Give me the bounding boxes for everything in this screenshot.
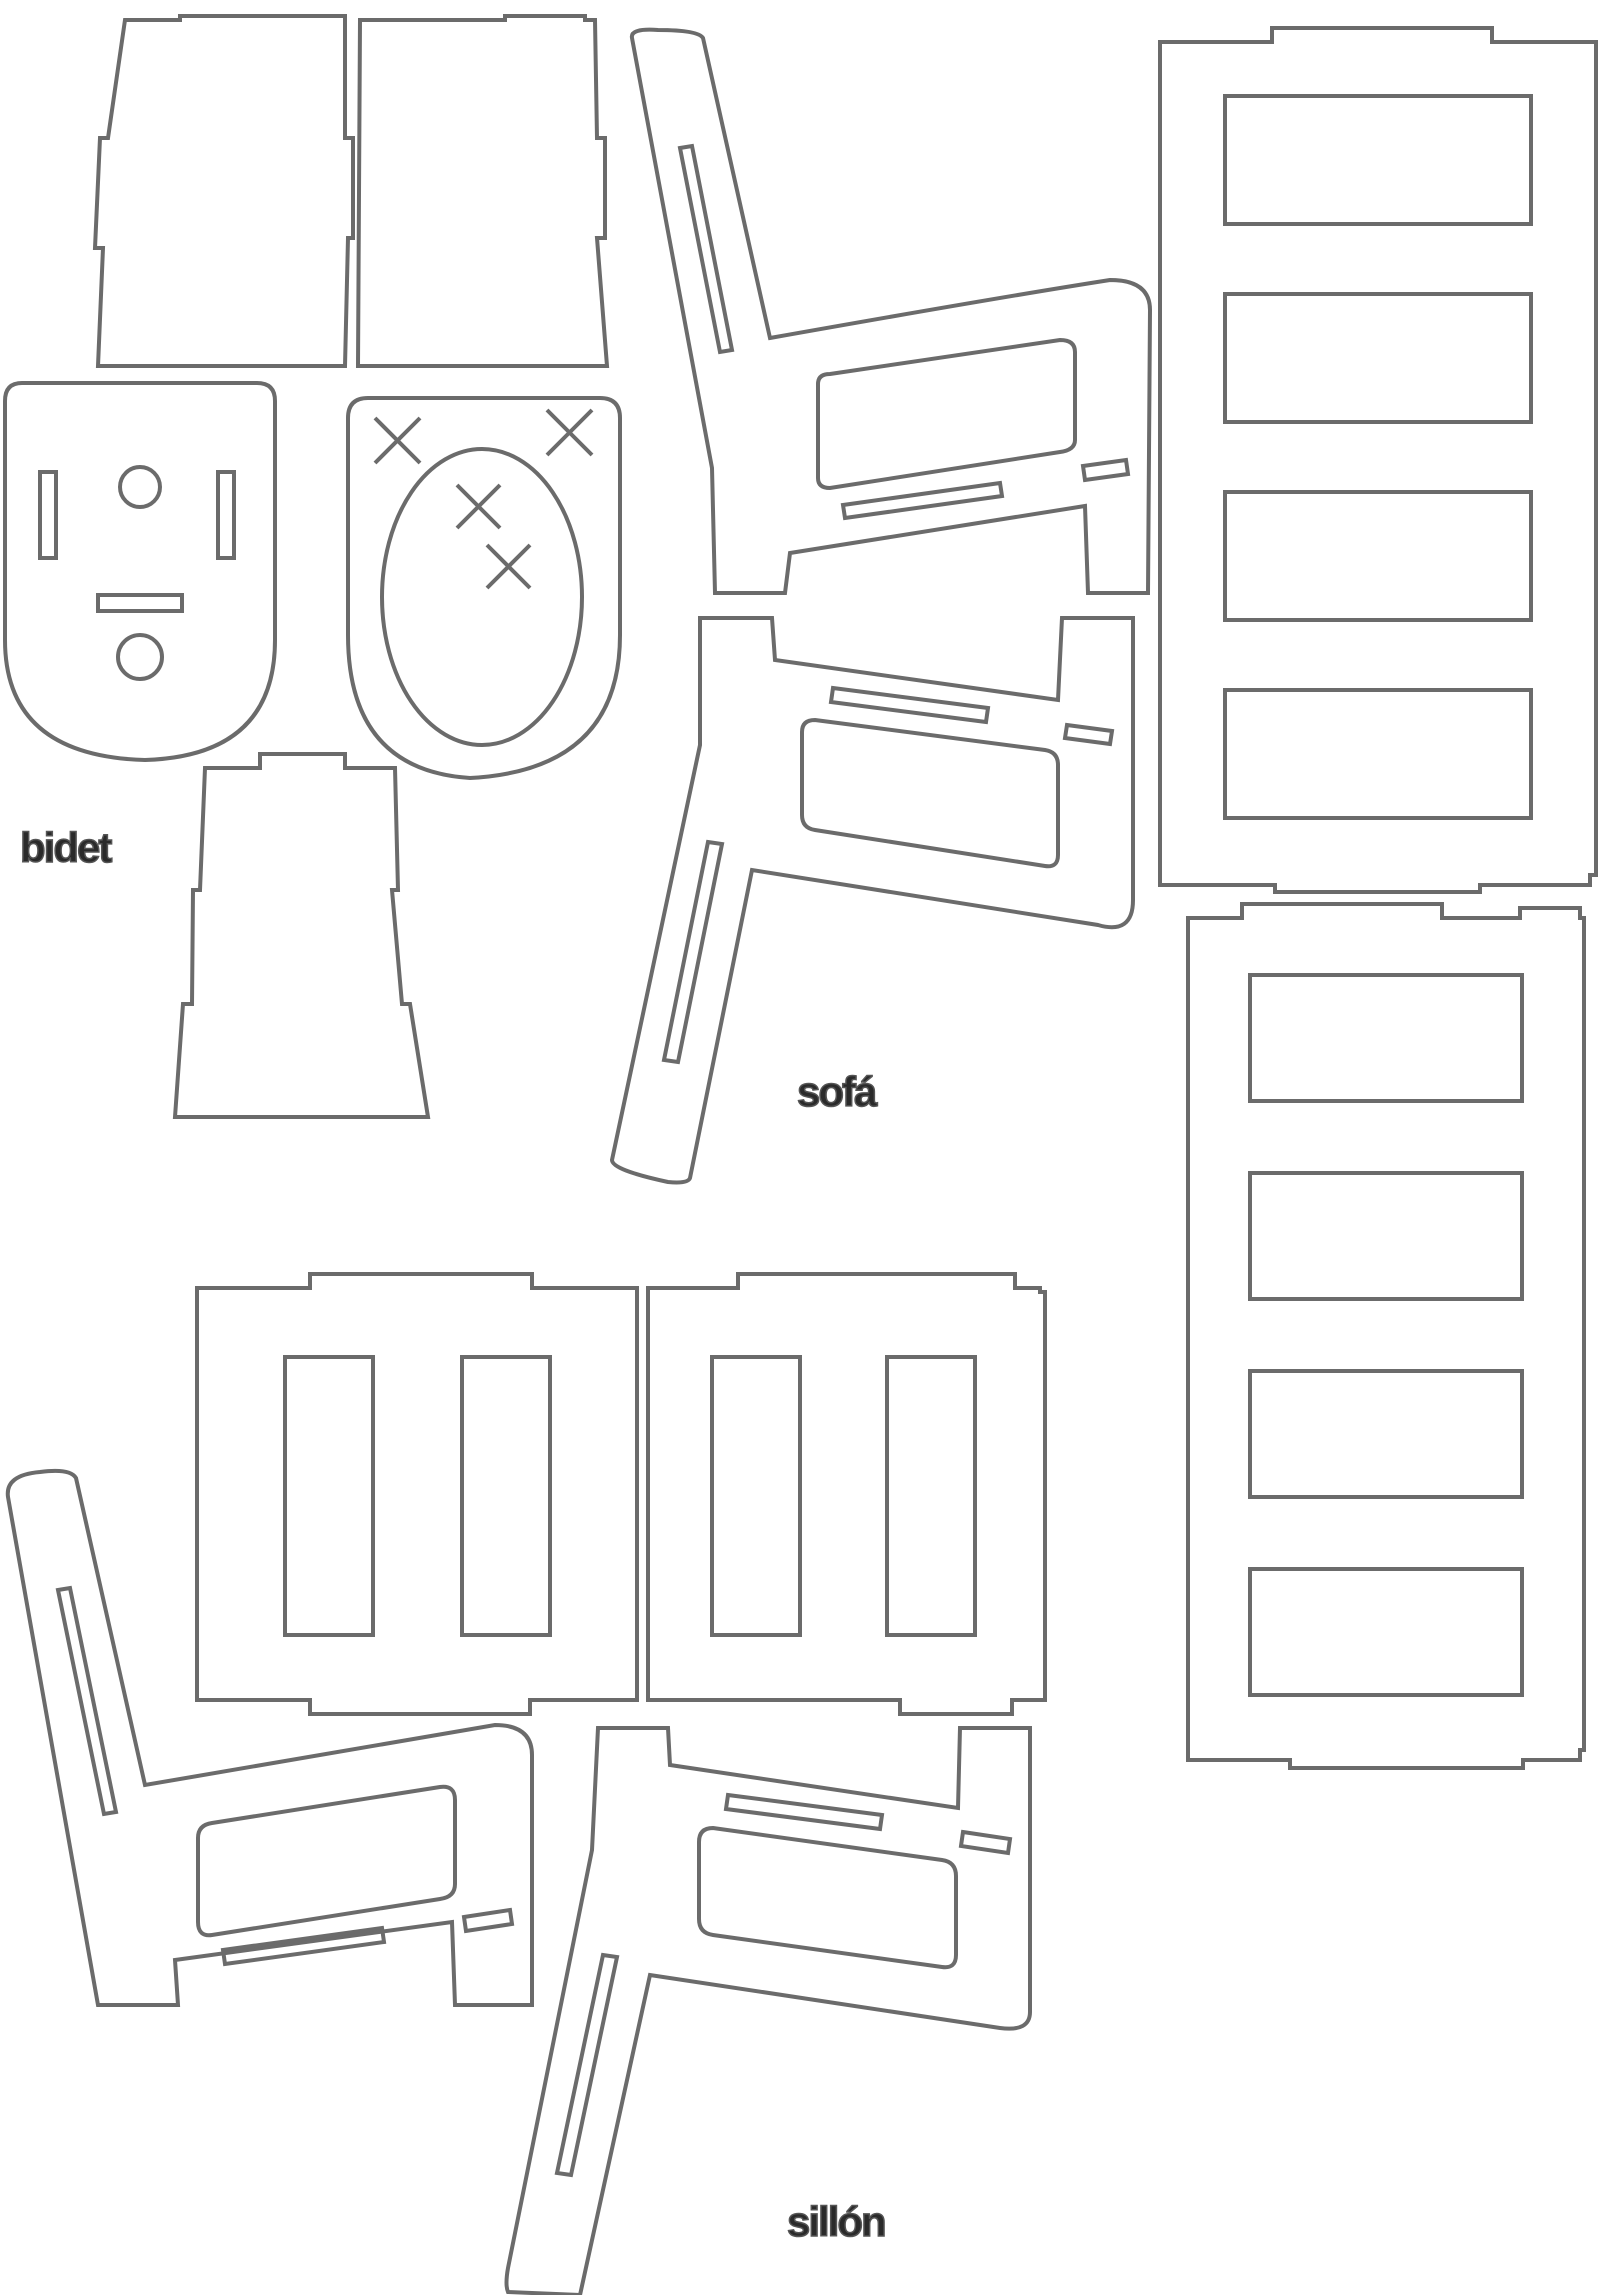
sofa-parts: sofá bbox=[609, 26, 1598, 1770]
sofa-label: sofá bbox=[797, 1068, 878, 1115]
sillon-side-right-slot bbox=[958, 1829, 1013, 1856]
bidet-front-panel bbox=[172, 752, 431, 1119]
bidet-parts: bidet bbox=[3, 14, 622, 1119]
bidet-seat-left-slot bbox=[38, 470, 58, 560]
sofa-side-lower-cutout bbox=[800, 717, 1060, 869]
sillon-side-left-slot bbox=[461, 1907, 515, 1934]
cross-cutout bbox=[373, 416, 422, 465]
sofa-side-upper-slot bbox=[840, 480, 1005, 521]
sillon-side-left-slot bbox=[220, 1925, 387, 1967]
bidet-seat-left-hole bbox=[116, 633, 164, 681]
bidet-seat-left-slot bbox=[96, 593, 184, 613]
sofa-side-lower-slot bbox=[661, 839, 725, 1065]
sillon-back-opening bbox=[460, 1355, 552, 1637]
sillon-side-left-slot bbox=[55, 1585, 119, 1817]
sillon-side-right bbox=[504, 1726, 1032, 2295]
bidet-label: bidet bbox=[20, 824, 112, 871]
bidet-bowl-opening bbox=[380, 447, 584, 747]
cross-cutout bbox=[455, 483, 502, 530]
bidet-seat-left-slot bbox=[216, 470, 236, 560]
sofa-seat-opening bbox=[1248, 1567, 1524, 1697]
sofa-seat-panel bbox=[1186, 902, 1586, 1770]
sofa-seat-opening bbox=[1248, 973, 1524, 1103]
sillon-side-right-slot bbox=[723, 1792, 885, 1832]
bidet-seat-left bbox=[3, 381, 277, 763]
sillon-back-panel-right bbox=[646, 1272, 1047, 1716]
sofa-back-opening bbox=[1223, 292, 1533, 424]
sofa-side-upper-cutout bbox=[816, 337, 1077, 491]
sofa-side-upper-slot bbox=[1080, 457, 1131, 483]
sillon-side-right-cutout bbox=[697, 1825, 958, 1970]
bidet-back-panel-left bbox=[92, 14, 355, 368]
sofa-back-opening bbox=[1223, 490, 1533, 622]
sofa-back-panel bbox=[1158, 26, 1598, 894]
sillon-back-opening bbox=[885, 1355, 977, 1637]
cross-cutout bbox=[545, 408, 594, 457]
sillon-label: sillón bbox=[787, 2198, 885, 2245]
bidet-x-marks bbox=[373, 408, 594, 590]
sillon-back-panel-left bbox=[195, 1272, 639, 1716]
sofa-side-lower bbox=[609, 616, 1135, 1185]
sofa-side-lower-slot bbox=[1062, 722, 1115, 747]
sofa-seat-opening bbox=[1248, 1369, 1524, 1499]
bidet-back-panel-right bbox=[355, 14, 610, 368]
sofa-side-upper bbox=[629, 27, 1153, 595]
sofa-back-opening bbox=[1223, 94, 1533, 226]
sillon-back-opening bbox=[710, 1355, 802, 1637]
bidet-seat-left-hole bbox=[118, 465, 162, 509]
bidet-bowl-panel bbox=[346, 396, 622, 781]
sofa-side-lower-slot bbox=[828, 685, 991, 725]
sofa-side-upper-slot bbox=[677, 143, 735, 355]
sillon-side-right-slot bbox=[554, 1952, 620, 2178]
sillon-back-opening bbox=[283, 1355, 375, 1637]
sillon-side-left bbox=[5, 1468, 534, 2007]
sofa-seat-opening bbox=[1248, 1171, 1524, 1301]
sofa-back-opening bbox=[1223, 688, 1533, 820]
sillon-side-left-cutout bbox=[196, 1784, 457, 1938]
sillon-parts: sillón bbox=[5, 1272, 1047, 2295]
cross-cutout bbox=[485, 543, 532, 590]
